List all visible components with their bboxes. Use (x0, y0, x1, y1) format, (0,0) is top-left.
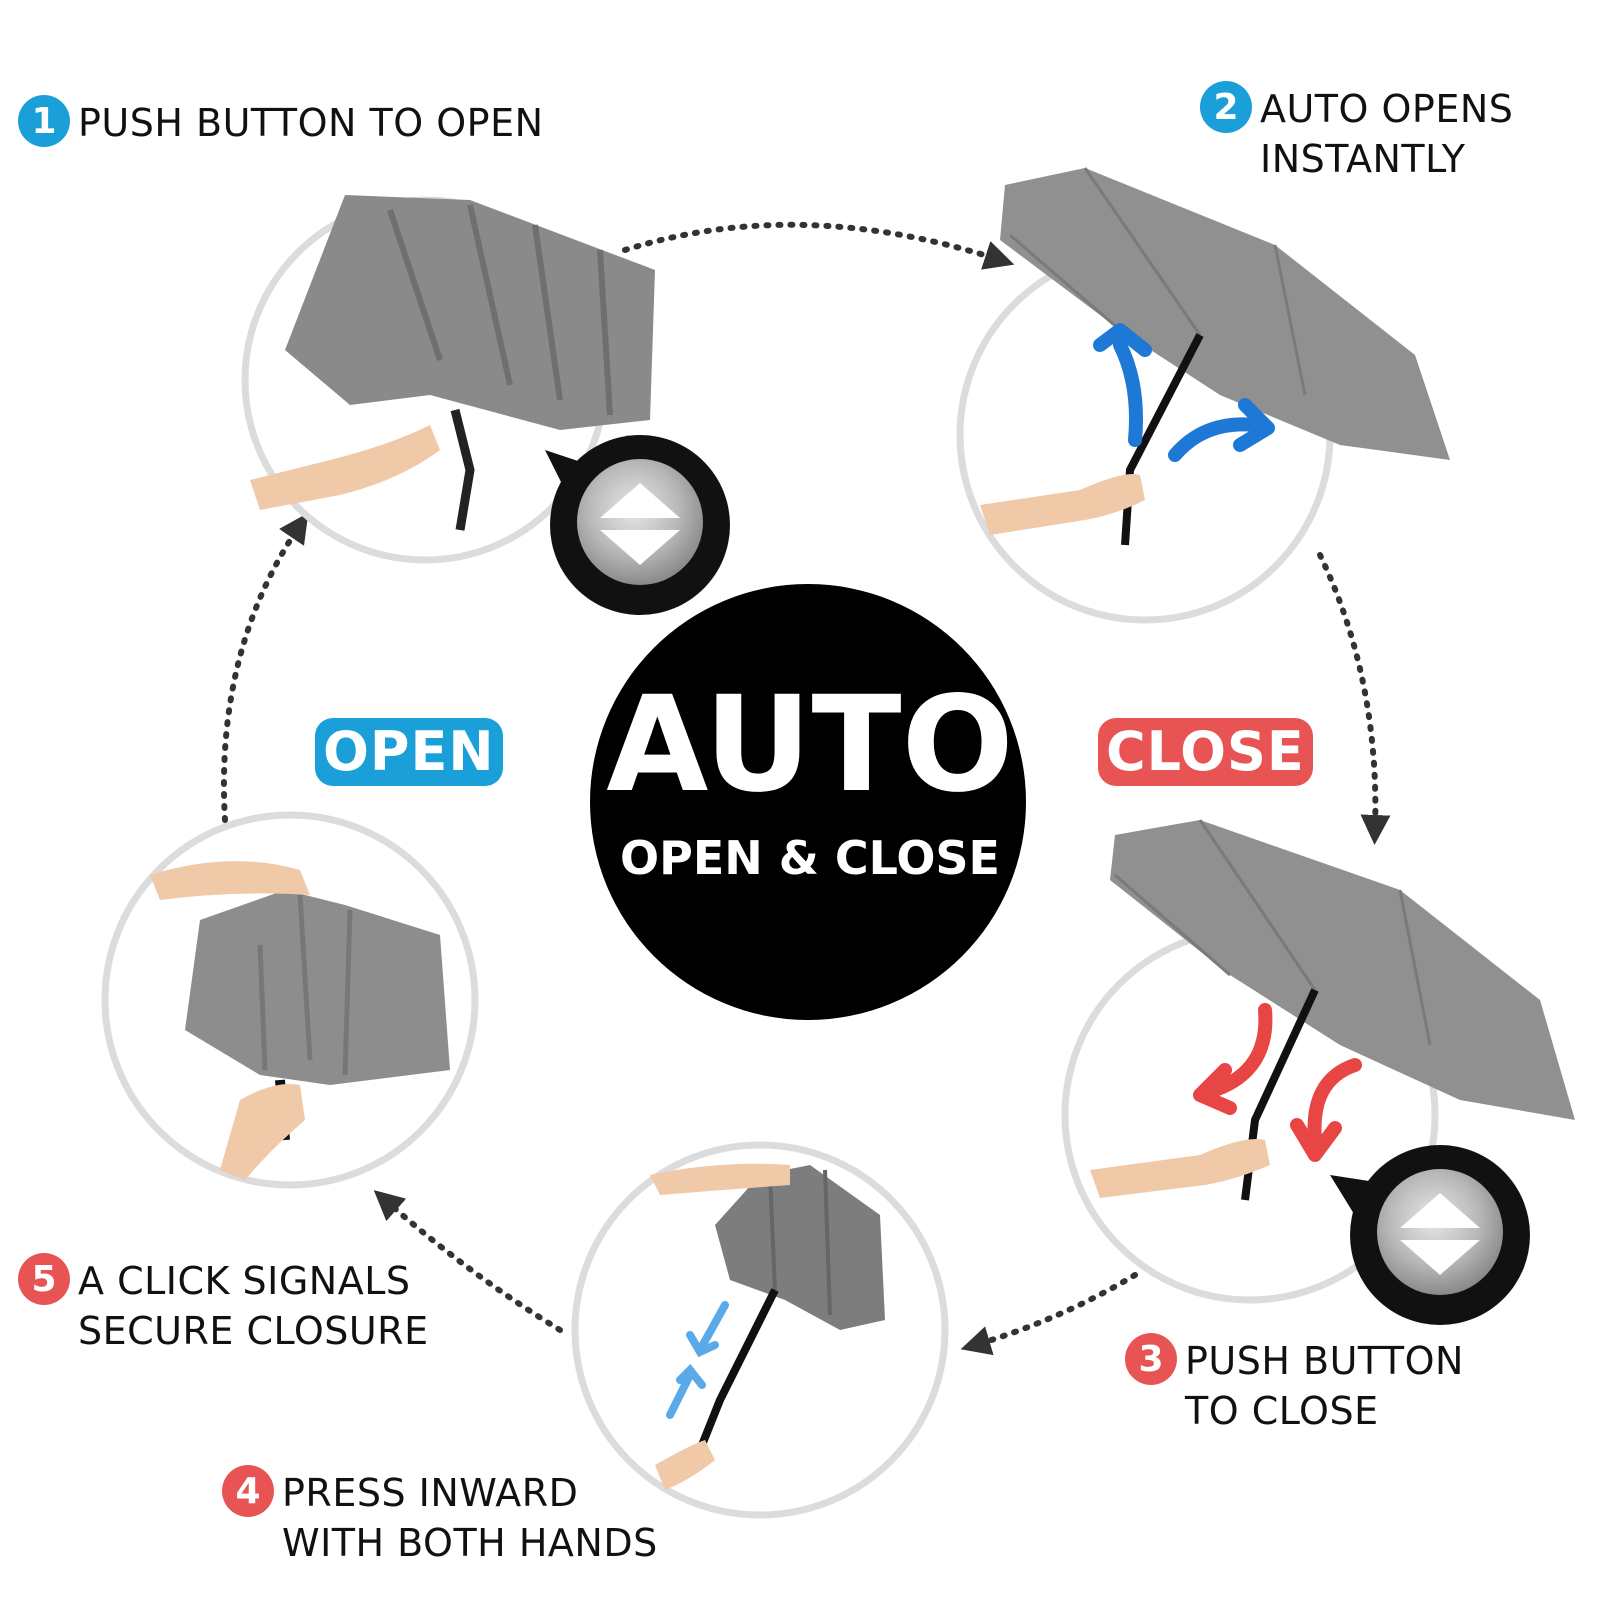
step-3: 3 PUSH BUTTON TO CLOSE (1125, 1333, 1464, 1436)
scene-step3-open-umbrella (1061, 819, 1575, 1304)
arrow-step4-to-step5 (373, 1190, 563, 1333)
center-subtitle: OPEN & CLOSE (620, 831, 1000, 885)
arrow-step1-to-step2 (622, 221, 1015, 270)
step-2-text: AUTO OPENS INSTANTLY (1260, 87, 1514, 181)
arrow-step5-to-step1 (220, 512, 309, 823)
center-circle (590, 584, 1026, 1020)
step-1-number: 1 (18, 95, 70, 147)
cycle-arrows (220, 221, 1391, 1356)
step-5-text: A CLICK SIGNALS SECURE CLOSURE (78, 1259, 429, 1353)
center-title: AUTO (606, 668, 1014, 822)
scene-step4-press-inward (571, 1141, 949, 1519)
close-badge: CLOSE (1098, 718, 1313, 786)
push-button-icon (545, 435, 730, 615)
step-4-number: 4 (222, 1465, 274, 1517)
arrow-step3-to-step4 (960, 1272, 1138, 1356)
step-2-number: 2 (1200, 81, 1252, 133)
step-4-text: PRESS INWARD WITH BOTH HANDS (282, 1471, 658, 1565)
step-3-text: PUSH BUTTON TO CLOSE (1185, 1339, 1464, 1433)
arrow-step2-to-step3 (1317, 552, 1391, 845)
step-3-number: 3 (1125, 1333, 1177, 1385)
open-motion-arrows (1093, 323, 1275, 462)
close-motion-arrows (1193, 1003, 1362, 1162)
push-button-icon-close (1330, 1145, 1530, 1325)
step-1-text: PUSH BUTTON TO OPEN (78, 101, 544, 145)
scene-step2-open-umbrella (956, 167, 1450, 624)
step-1: 1 PUSH BUTTON TO OPEN (18, 95, 544, 148)
scene-step1-folded-umbrella (241, 195, 655, 564)
step-4: 4 PRESS INWARD WITH BOTH HANDS (222, 1465, 658, 1568)
scene-step5-closing-umbrella (101, 811, 479, 1189)
step-2: 2 AUTO OPENS INSTANTLY (1200, 81, 1514, 184)
press-inward-arrows (666, 1301, 729, 1419)
step-5-number: 5 (18, 1253, 70, 1305)
step-5: 5 A CLICK SIGNALS SECURE CLOSURE (18, 1253, 429, 1356)
open-badge: OPEN (315, 718, 503, 786)
